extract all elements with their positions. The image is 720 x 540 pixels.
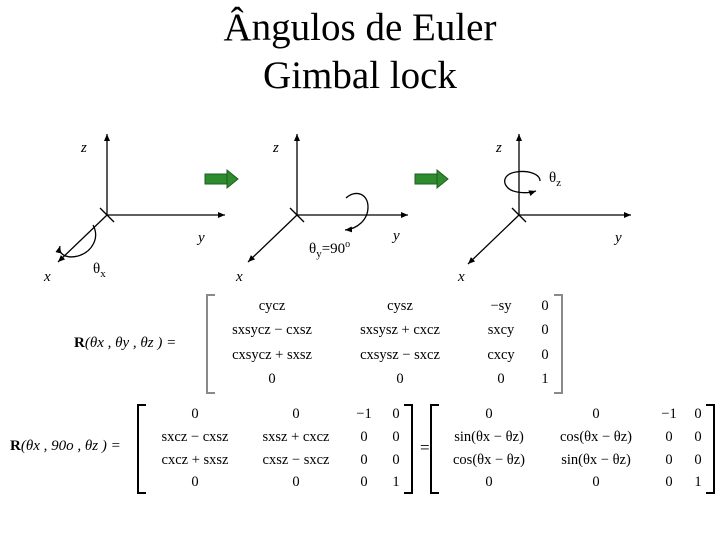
matrix2-cell: 0 — [360, 429, 368, 445]
matrix3-cell: −1 — [661, 406, 677, 422]
matrix3-right-bracket — [706, 404, 715, 494]
matrix1-cell: 0 — [268, 371, 276, 387]
matrix2-cell: 0 — [360, 452, 368, 468]
z-label-1: z — [81, 140, 87, 156]
matrix1-cell: cxcy — [487, 347, 515, 363]
matrix1-cell: cxsysz − sxcz — [360, 347, 440, 363]
x-axis-1 — [57, 214, 108, 263]
matrix1-cell: cxsycz + sxsz — [232, 347, 312, 363]
matrix2-cell: sxsz + cxcz — [262, 429, 330, 445]
matrix2-cell: 0 — [292, 474, 300, 490]
matrix2-cell: −1 — [356, 406, 372, 422]
y-label-3: y — [615, 230, 622, 246]
matrix1-cell: sxcy — [487, 322, 515, 338]
x-label-1: x — [44, 269, 51, 285]
matrix3-cell: sin(θx − θz) — [561, 452, 631, 468]
matrix2-lhs: R(θx , 90o , θz ) = — [10, 438, 121, 454]
coordinate-frame-2 — [247, 134, 408, 263]
matrix1-cell: 0 — [497, 371, 505, 387]
x-label-2: x — [236, 269, 243, 285]
rotation-arrow-z — [504, 170, 541, 197]
coordinate-frame-3 — [467, 134, 631, 265]
matrix3-cell: cos(θx − θz) — [560, 429, 632, 445]
z-label-2: z — [273, 140, 279, 156]
matrix2-right-bracket — [404, 404, 413, 494]
x-label-3: x — [458, 269, 465, 285]
matrix3-cell: 0 — [665, 474, 673, 490]
slide-title-line2: Gimbal lock — [263, 54, 457, 97]
matrix2-cell: 0 — [392, 452, 400, 468]
matrix2-cell: cxsz − sxcz — [262, 452, 330, 468]
matrix3-cell: cos(θx − θz) — [453, 452, 525, 468]
matrix3-cell: sin(θx − θz) — [454, 429, 524, 445]
x-axis-3 — [467, 214, 520, 265]
matrix2-cell: 1 — [392, 474, 400, 490]
matrix2-cell: 0 — [392, 429, 400, 445]
matrix2-left-bracket — [137, 404, 146, 494]
rotation-arrow-y — [344, 192, 369, 233]
matrix3-cell: 0 — [485, 406, 493, 422]
matrix1-left-bracket — [206, 294, 215, 394]
matrix2-cell: sxcz − cxsz — [161, 429, 229, 445]
matrix1-cell: 0 — [541, 298, 549, 314]
coordinate-frame-1 — [55, 134, 225, 263]
matrix1-cell: sxsycz − cxsz — [232, 322, 312, 338]
matrix1-right-bracket — [554, 294, 563, 394]
axes-diagrams — [55, 134, 631, 265]
matrix1-cell: cysz — [387, 298, 413, 314]
matrix3-left-bracket — [430, 404, 439, 494]
matrix2-cell: 0 — [191, 474, 199, 490]
matrix1-cell: 1 — [541, 371, 549, 387]
matrix2-cell: 0 — [392, 406, 400, 422]
y-label-2: y — [393, 228, 400, 244]
matrix1-cell: sxsysz + cxcz — [360, 322, 440, 338]
matrix2-cell: cxcz + sxsz — [161, 452, 229, 468]
matrix2-cell: 0 — [360, 474, 368, 490]
matrix1-cell: 0 — [541, 322, 549, 338]
matrix3-cell: 0 — [592, 474, 600, 490]
matrix3-cell: 1 — [694, 474, 702, 490]
slide-title-line1: Ângulos de Euler — [223, 6, 497, 49]
x-axis-2 — [247, 214, 298, 263]
matrix1-lhs: R(θx , θy , θz ) = — [74, 335, 177, 351]
rotation-arrow-x — [55, 224, 97, 258]
matrix1-cell: cycz — [258, 298, 286, 314]
matrix2-cell: 0 — [292, 406, 300, 422]
matrix1-cell: 0 — [541, 347, 549, 363]
equals-sign: = — [420, 438, 430, 457]
theta-y-label: θy=90o — [309, 239, 351, 260]
theta-x-label: θx — [93, 261, 106, 281]
transition-arrow-2 — [414, 168, 449, 190]
matrix3-cell: 0 — [665, 429, 673, 445]
z-label-3: z — [496, 140, 502, 156]
matrix3-cell: 0 — [694, 429, 702, 445]
y-label-1: y — [198, 230, 205, 246]
matrix1-cell: −sy — [490, 298, 512, 314]
transition-arrow-1 — [204, 168, 239, 190]
matrix3-cell: 0 — [485, 474, 493, 490]
matrix3-cell: 0 — [694, 452, 702, 468]
matrix3-cell: 0 — [665, 452, 673, 468]
matrix2-cell: 0 — [191, 406, 199, 422]
matrix1-cell: 0 — [396, 371, 404, 387]
theta-z-label: θz — [549, 170, 562, 190]
matrix3-cell: 0 — [592, 406, 600, 422]
matrix3-cell: 0 — [694, 406, 702, 422]
